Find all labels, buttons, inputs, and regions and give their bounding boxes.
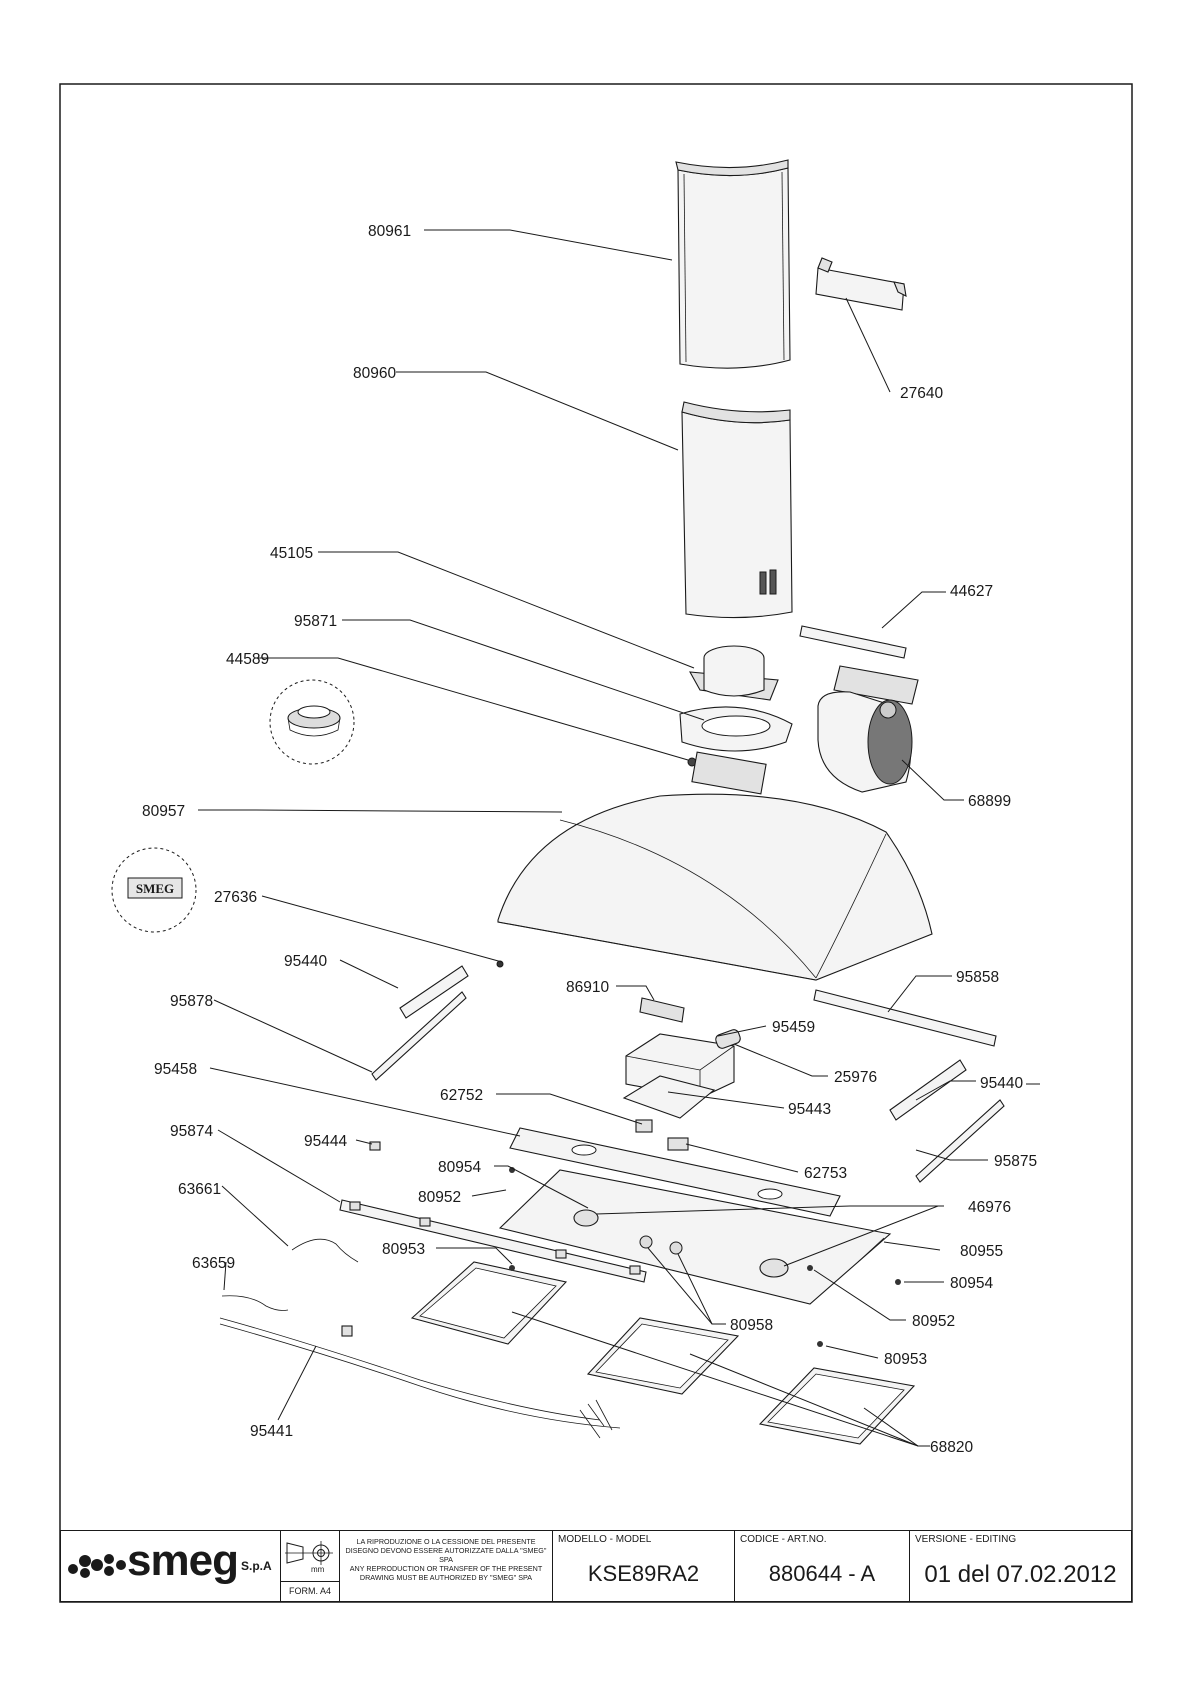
label-63659: 63659	[192, 1255, 235, 1272]
left-rail-part	[399, 965, 469, 1019]
chimney-bracket-part	[815, 257, 907, 311]
side-bar-95878-part	[371, 991, 467, 1081]
projection-symbol-cell: mm FORM. A4	[281, 1531, 340, 1601]
block-86910-part	[639, 997, 685, 1023]
label-68820: 68820	[930, 1439, 973, 1456]
version-cell: VERSIONE - EDITING 01 del 07.02.2012	[910, 1531, 1131, 1601]
label-95459: 95459	[772, 1019, 815, 1036]
label-27636: 27636	[214, 889, 257, 906]
screw-80952b-part	[807, 1265, 813, 1271]
label-80953-left: 80953	[382, 1241, 425, 1258]
ring-detail-inset	[269, 679, 355, 765]
label-95440-left: 95440	[284, 953, 327, 970]
label-95875: 95875	[994, 1153, 1037, 1170]
rod-80955-part	[857, 1237, 885, 1263]
motor-blower-part	[817, 665, 919, 793]
projection-symbol-icon	[285, 1541, 333, 1565]
label-80958: 80958	[730, 1317, 773, 1334]
support-bar-part	[799, 625, 907, 659]
model-caption: MODELLO - MODEL	[558, 1534, 652, 1545]
screw-80953b-part	[817, 1341, 823, 1347]
upper-chimney-part	[675, 159, 791, 369]
label-80953-right: 80953	[884, 1351, 927, 1368]
label-80952-right: 80952	[912, 1313, 955, 1330]
wiring-harness-part	[219, 1317, 621, 1439]
grease-filter-3-part	[758, 1367, 916, 1445]
side-bar-95875-part	[915, 1099, 1005, 1183]
label-95871: 95871	[294, 613, 337, 630]
label-62753: 62753	[804, 1165, 847, 1182]
notice-italian: LA RIPRODUZIONE O LA CESSIONE DEL PRESEN…	[345, 1537, 547, 1564]
title-block: smeg S.p.A mm FORM. A4 LA RIPRODUZIONE O…	[60, 1530, 1132, 1602]
drawing-frame	[59, 83, 1133, 1603]
channel-95458-part	[509, 1127, 841, 1217]
brand-name: smeg	[127, 1536, 239, 1585]
brand-suffix: S.p.A	[241, 1559, 272, 1573]
switch-62752-part	[635, 1119, 653, 1133]
right-rail-95858-part	[813, 989, 997, 1047]
label-27640: 27640	[900, 385, 943, 402]
front-bar-95874-part	[339, 1199, 647, 1283]
label-95878: 95878	[170, 993, 213, 1010]
grease-filter-2-part	[586, 1317, 740, 1395]
code-cell: CODICE - ART.NO. 880644 - A	[735, 1531, 910, 1601]
switch-62753-part	[667, 1137, 689, 1151]
label-68899: 68899	[968, 793, 1011, 810]
label-80954-right: 80954	[950, 1275, 993, 1292]
notice-english: ANY REPRODUCTION OR TRANSFER OF THE PRES…	[349, 1564, 543, 1582]
unit-label: mm	[311, 1565, 325, 1574]
copyright-notice-cell: LA RIPRODUZIONE O LA CESSIONE DEL PRESEN…	[340, 1531, 553, 1601]
logo-badge-text: SMEG	[136, 881, 174, 896]
screw-80954b-part	[895, 1279, 901, 1285]
label-62752: 62752	[440, 1087, 483, 1104]
form-size: FORM. A4	[281, 1581, 339, 1601]
label-80961: 80961	[368, 223, 411, 240]
label-95458: 95458	[154, 1061, 197, 1078]
canopy-hood-part	[497, 751, 933, 981]
capacitor-part	[715, 1029, 741, 1049]
label-46976: 46976	[968, 1199, 1011, 1216]
bottom-panel-part	[498, 1169, 892, 1305]
label-95444: 95444	[304, 1133, 347, 1150]
label-80955: 80955	[960, 1243, 1003, 1260]
version-value: 01 del 07.02.2012	[924, 1561, 1117, 1588]
screw-80953a-part	[509, 1265, 515, 1271]
wire-63661-part	[291, 1238, 359, 1263]
label-95874: 95874	[170, 1123, 213, 1140]
grease-filter-1-part	[410, 1261, 568, 1345]
model-cell: MODELLO - MODEL KSE89RA2	[553, 1531, 735, 1601]
version-caption: VERSIONE - EDITING	[915, 1534, 1017, 1545]
label-45105: 45105	[270, 545, 313, 562]
smeg-logo-dots-icon	[68, 1554, 126, 1578]
label-80952-left: 80952	[418, 1189, 461, 1206]
label-25976: 25976	[834, 1069, 877, 1086]
model-value: KSE89RA2	[587, 1561, 700, 1586]
label-95441: 95441	[250, 1423, 293, 1440]
lower-chimney-part	[681, 401, 793, 619]
leader-lines	[198, 229, 1040, 1447]
label-44627: 44627	[950, 583, 993, 600]
wire-63659-part	[221, 1295, 289, 1311]
code-value: 880644 - A	[768, 1561, 876, 1586]
code-caption: CODICE - ART.NO.	[740, 1534, 827, 1545]
label-80957: 80957	[142, 803, 185, 820]
label-95440-right: 95440	[980, 1075, 1023, 1092]
right-rail-95440-part	[889, 1059, 967, 1121]
label-95858: 95858	[956, 969, 999, 986]
plate-95443-part	[622, 1075, 716, 1119]
flange-ring-part	[679, 706, 793, 752]
label-80960: 80960	[353, 365, 396, 382]
clip-95444-part	[369, 1141, 381, 1151]
logo-badge-inset: SMEG	[111, 847, 197, 933]
label-95443: 95443	[788, 1101, 831, 1118]
label-86910: 86910	[566, 979, 609, 996]
outlet-collar-part	[689, 645, 779, 701]
label-44589: 44589	[226, 651, 269, 668]
brand-cell: smeg S.p.A	[61, 1531, 281, 1601]
label-63661: 63661	[178, 1181, 221, 1198]
label-80954-top: 80954	[438, 1159, 481, 1176]
